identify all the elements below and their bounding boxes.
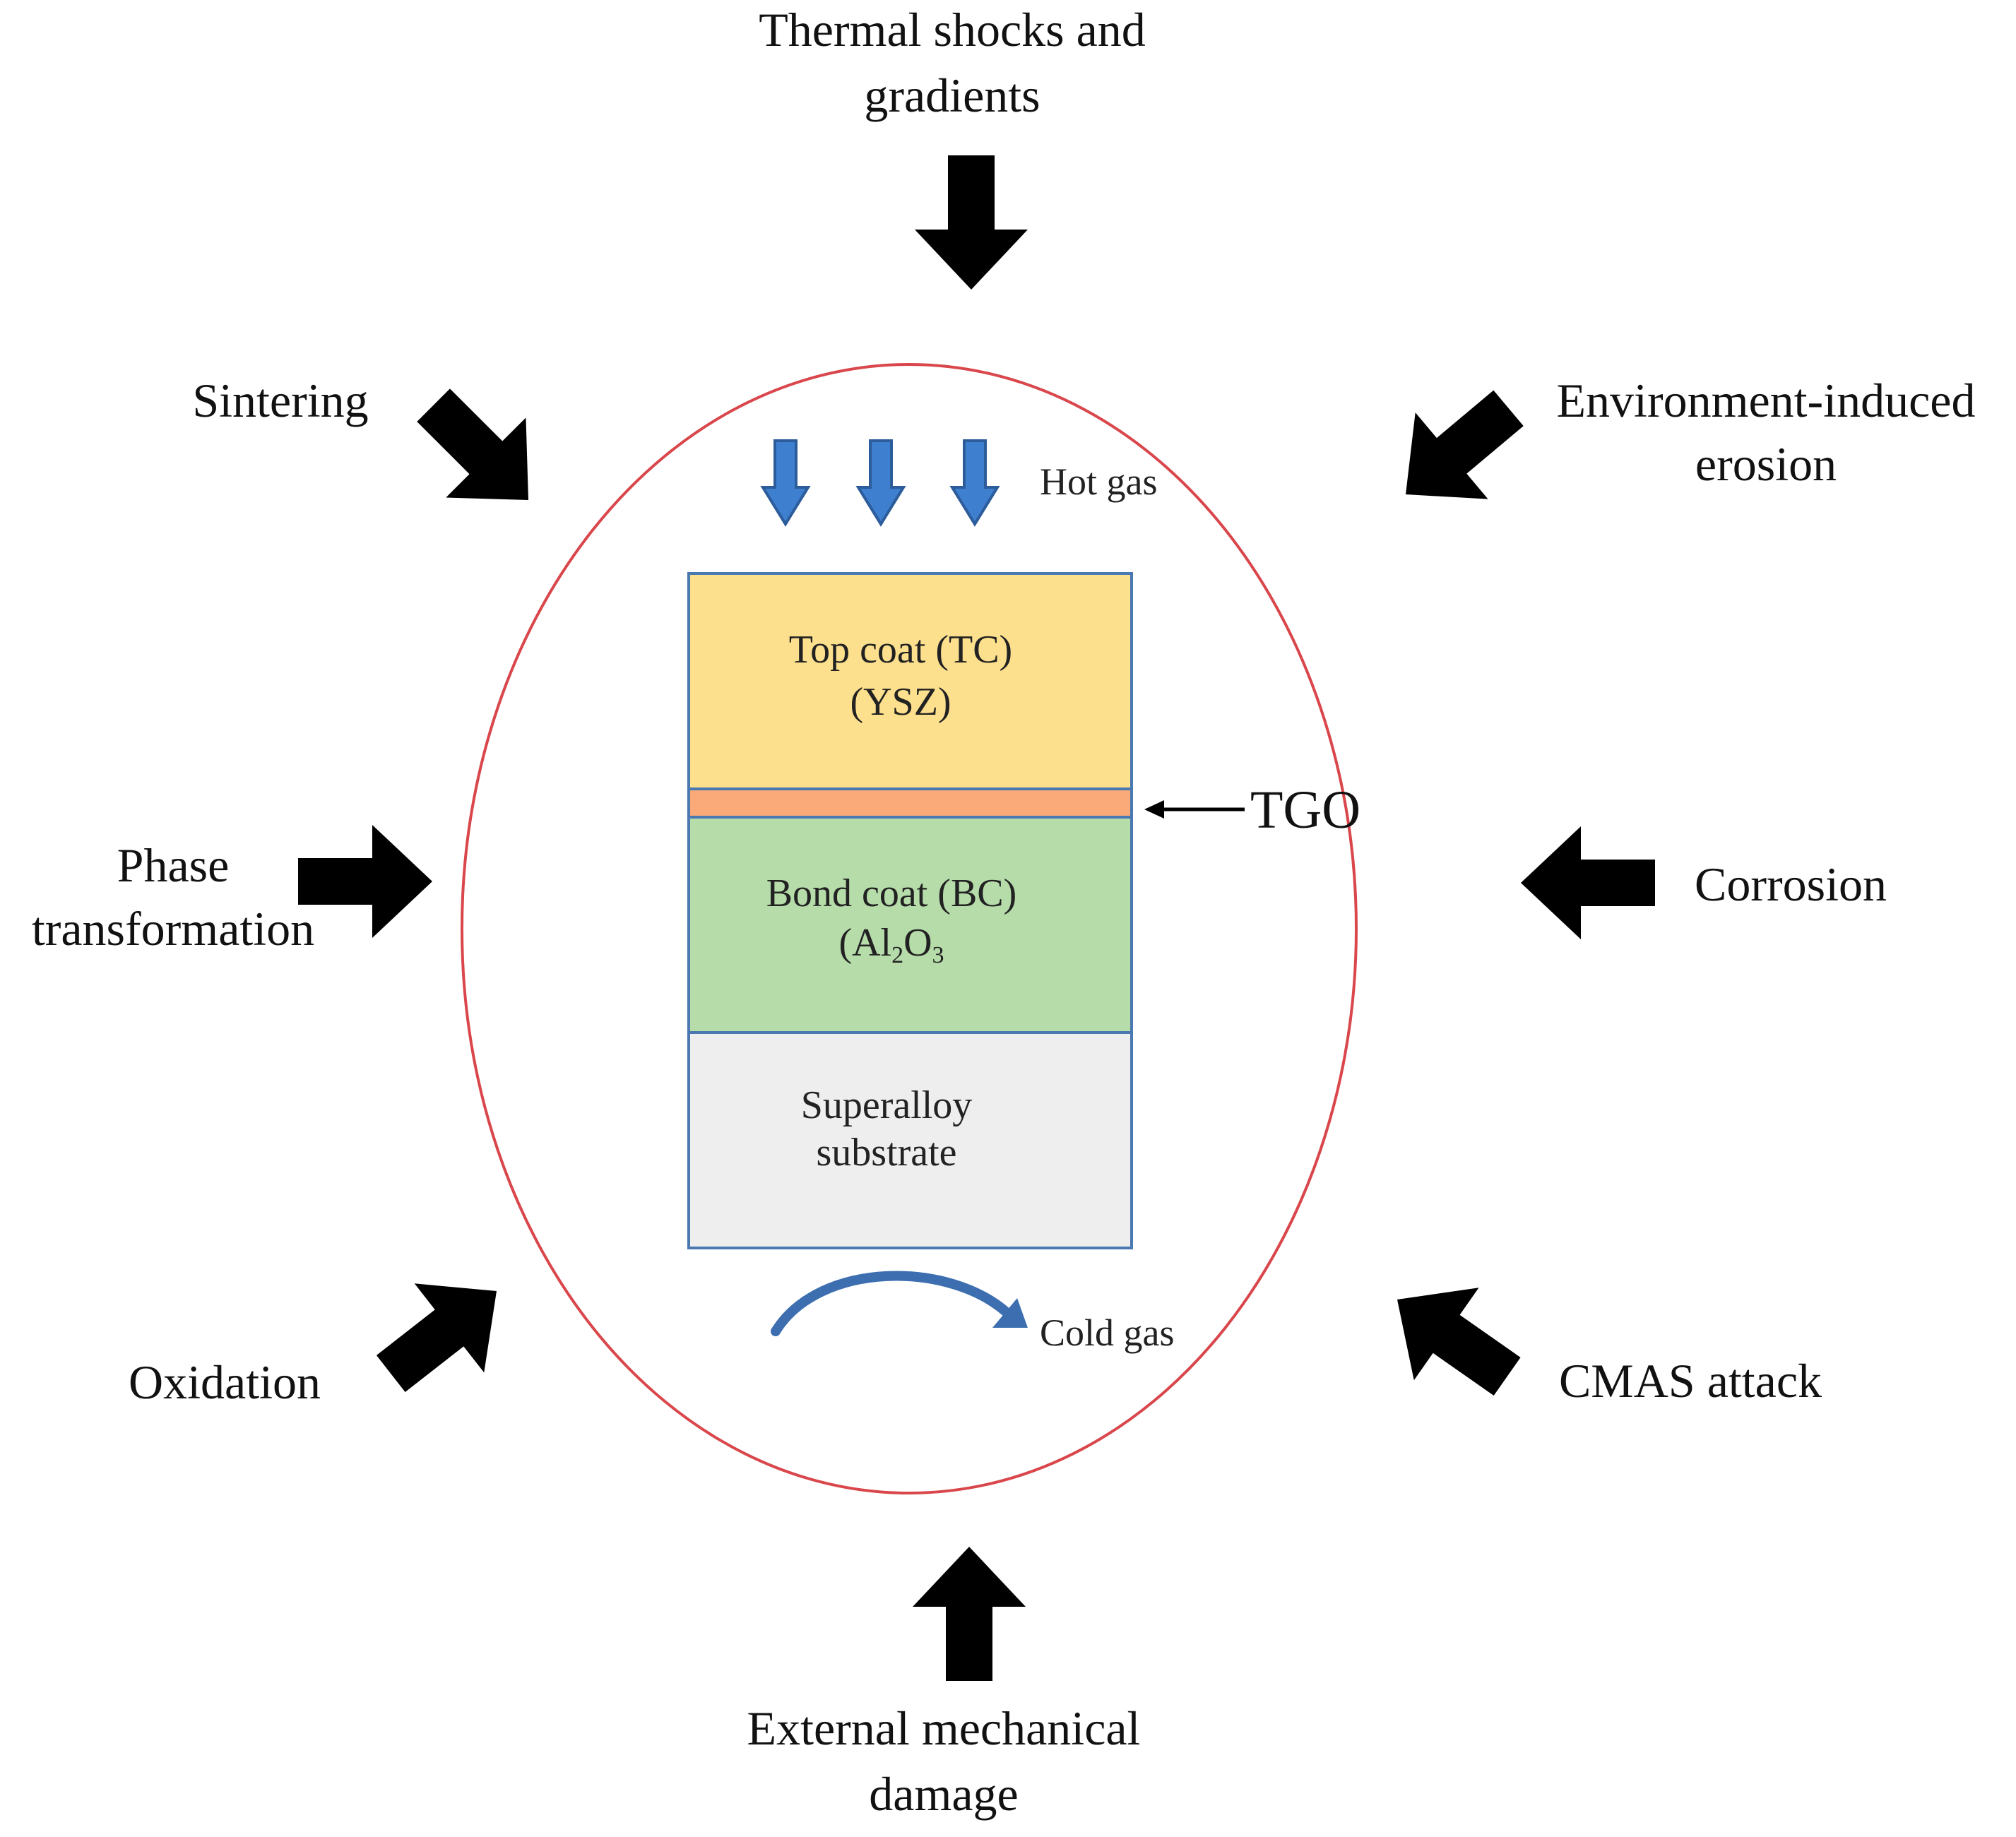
left-factor-arrow-icon (298, 825, 432, 938)
factor-label-thermal-shocks: Thermal shocks and (759, 3, 1146, 57)
top-coat-layer (687, 572, 1133, 790)
bottom-factor-arrow-icon (913, 1547, 1026, 1681)
factor-label-phase-transformation-line2: transformation (32, 902, 314, 956)
hot-gas-label: Hot gas (1040, 460, 1157, 503)
top-coat-material-label: (YSZ) (850, 680, 951, 724)
hot-gas-arrow-icon (951, 439, 999, 525)
top-factor-arrow-icon (915, 155, 1028, 290)
factor-label-oxidation: Oxidation (129, 1355, 321, 1409)
boundary-circle (461, 363, 1358, 1494)
bond-coat-layer (687, 816, 1133, 1034)
bottom-left-factor-arrow-icon (356, 1246, 532, 1419)
top-right-factor-arrow-icon (1369, 364, 1545, 538)
substrate-label-line2: substrate (816, 1131, 956, 1175)
tgo-pointer-icon (1144, 800, 1245, 819)
factor-label-mechanical-damage: External mechanical (747, 1701, 1141, 1755)
tgo-label: TGO (1250, 780, 1360, 840)
bond-coat-label: Bond coat (BC) (766, 872, 1017, 915)
cold-gas-arrow-icon (771, 1271, 1028, 1336)
factor-label-corrosion: Corrosion (1695, 857, 1887, 911)
factor-label-sintering: Sintering (192, 374, 368, 427)
bottom-right-factor-arrow-icon (1365, 1253, 1540, 1423)
cold-gas-label: Cold gas (1040, 1312, 1175, 1354)
hot-gas-arrow-icon (761, 439, 810, 525)
top-left-factor-arrow-icon (393, 365, 569, 540)
tgo-layer (687, 787, 1133, 819)
factor-label-environment-erosion: Environment-induced (1557, 374, 1976, 427)
substrate-layer (687, 1031, 1133, 1249)
bond-coat-material-label: (Al2O3 (838, 921, 944, 968)
substrate-label: Superalloy (801, 1083, 973, 1127)
factor-label-mechanical-damage-line2: damage (869, 1767, 1018, 1821)
factor-label-environment-erosion-line2: erosion (1695, 437, 1837, 491)
top-coat-label: Top coat (TC) (789, 628, 1012, 672)
factor-label-phase-transformation: Phase (117, 838, 230, 892)
factor-label-thermal-shocks-line2: gradients (864, 69, 1040, 122)
right-factor-arrow-icon (1521, 826, 1655, 939)
hot-gas-arrow-icon (857, 439, 905, 525)
factor-label-cmas-attack: CMAS attack (1559, 1354, 1822, 1408)
